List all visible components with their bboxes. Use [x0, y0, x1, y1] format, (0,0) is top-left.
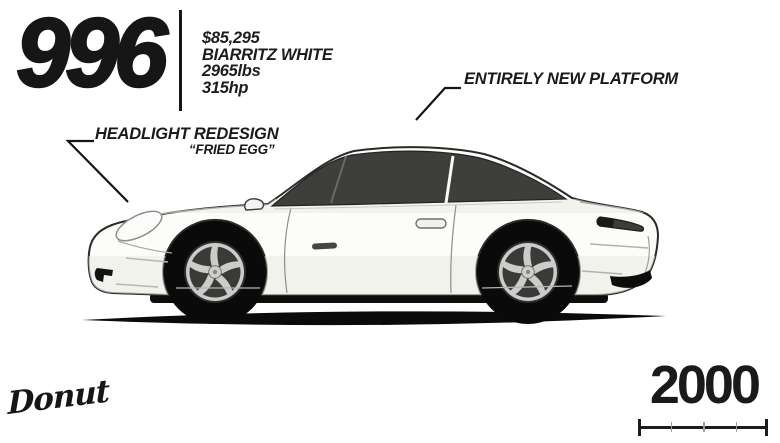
- headlight-leader-line: [65, 139, 129, 203]
- annotation-headlight: HEADLIGHT REDESIGN “FRIED EGG”: [95, 125, 279, 157]
- front-intake: [94, 268, 113, 282]
- timeline-tick-minor: [703, 422, 705, 432]
- door-seam-rear: [450, 204, 457, 294]
- year-label: 2000: [649, 355, 761, 415]
- timeline-tick-start: [638, 419, 641, 436]
- timeline-tick-minor: [670, 422, 672, 432]
- rocker-line-rear: [481, 285, 573, 289]
- annotation-headlight-label: HEADLIGHT REDESIGN: [95, 125, 279, 143]
- b-pillar-line: [444, 155, 455, 204]
- spec-power: 315hp: [202, 78, 249, 97]
- timeline-tick-end: [765, 419, 768, 436]
- a-pillar-line: [330, 155, 347, 204]
- bumper-crease-lower: [115, 283, 159, 288]
- door-handle: [415, 218, 447, 229]
- beltline-crease: [273, 201, 563, 210]
- spec-weight: 2965lbs: [202, 62, 261, 80]
- platform-leader-line: [415, 86, 461, 121]
- header-divider: [179, 10, 182, 111]
- door-seam-front: [284, 207, 292, 294]
- annotation-platform: ENTIRELY NEW PLATFORM: [464, 70, 678, 88]
- spec-paint: BIARRITZ WHITE: [202, 45, 333, 64]
- spec-list: $85,295 BIARRITZ WHITE 2965lbs 315hp: [202, 30, 333, 96]
- taillight-inner: [597, 217, 614, 227]
- rear-valance: [610, 270, 652, 288]
- model-code: 996: [15, 0, 169, 107]
- timeline-tick-minor: [735, 422, 737, 432]
- timeline-ruler: [638, 419, 768, 436]
- annotation-platform-label: ENTIRELY NEW PLATFORM: [464, 70, 678, 88]
- spec-price: $85,295: [202, 29, 260, 47]
- bumper-crease-upper: [125, 257, 169, 263]
- annotation-headlight-sublabel: “FRIED EGG”: [188, 142, 275, 157]
- side-marker: [312, 242, 337, 250]
- rear-crease-upper: [589, 243, 649, 249]
- car-windows: [270, 150, 568, 207]
- headlight: [115, 210, 163, 242]
- engine-lid-seam: [579, 201, 641, 213]
- fender-seam: [117, 240, 173, 254]
- side-mirror: [244, 198, 265, 211]
- ground-shadow-shape: [82, 311, 666, 326]
- rear-crease-lower: [581, 270, 623, 275]
